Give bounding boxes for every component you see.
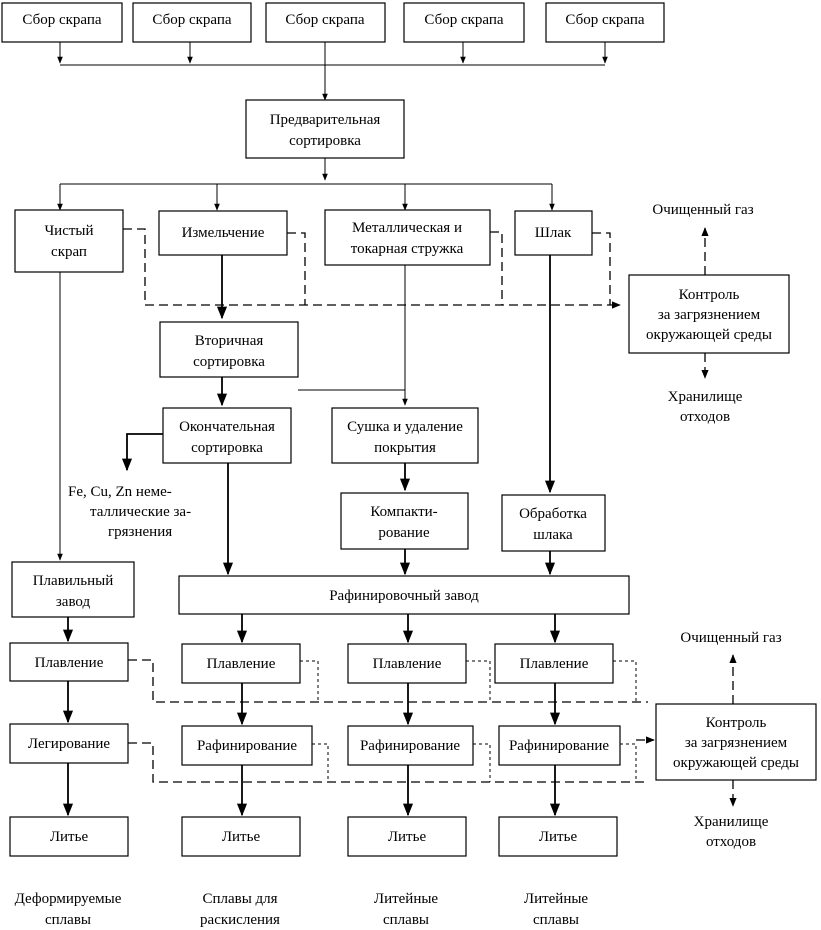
- svg-text:Плавление: Плавление: [373, 656, 442, 672]
- svg-text:Рафинировочный завод: Рафинировочный завод: [329, 588, 479, 604]
- svg-text:Сбор скрапа: Сбор скрапа: [424, 12, 504, 28]
- secondary-sort-box: Вторичная сортировка: [159, 321, 299, 378]
- svg-text:Сбор скрапа: Сбор скрапа: [22, 12, 102, 28]
- melting-box-3: Плавление: [347, 643, 467, 684]
- output-wrought-2: сплавы: [45, 912, 91, 928]
- waste-storage-label-2b: отходов: [706, 834, 756, 850]
- svg-text:Плавление: Плавление: [35, 655, 104, 671]
- contaminants-label-1: Fe, Cu, Zn неме-: [68, 484, 172, 500]
- clean-gas-label-2: Очищенный газ: [680, 630, 781, 646]
- waste-storage-label-1b: отходов: [680, 409, 730, 425]
- contaminants-label-3: грязнения: [108, 524, 172, 540]
- svg-text:Сбор скрапа: Сбор скрапа: [285, 12, 365, 28]
- collect-box-1: Сбор скрапа: [1, 2, 123, 43]
- clean-gas-label-1: Очищенный газ: [652, 202, 753, 218]
- connectors: [57, 42, 737, 817]
- output-cast-2a: Литейные: [524, 891, 589, 907]
- drying-box: Сушка и удаление покрытия: [331, 407, 479, 464]
- refining-box-3: Рафинирование: [498, 725, 621, 766]
- slag-box: Шлак: [514, 210, 593, 256]
- svg-text:окружающей среды: окружающей среды: [673, 755, 799, 771]
- casting-box-4: Литье: [498, 816, 618, 857]
- svg-text:Литье: Литье: [539, 829, 578, 845]
- alloying-box: Легирование: [9, 723, 129, 764]
- svg-text:токарная стружка: токарная стружка: [351, 241, 464, 257]
- svg-text:Сбор скрапа: Сбор скрапа: [565, 12, 645, 28]
- casting-box-3: Литье: [347, 816, 467, 857]
- collect-box-5: Сбор скрапа: [545, 2, 665, 43]
- output-deox-2: раскисления: [200, 912, 280, 928]
- svg-text:Рафинирование: Рафинирование: [360, 738, 460, 754]
- svg-text:покрытия: покрытия: [374, 440, 436, 456]
- output-wrought-1: Деформируемые: [15, 891, 122, 907]
- collect-box-4: Сбор скрапа: [403, 2, 525, 43]
- svg-text:Измельчение: Измельчение: [182, 225, 265, 241]
- refining-box-1: Рафинирование: [181, 725, 313, 766]
- output-cast-1a: Литейные: [374, 891, 439, 907]
- collect-box-3: Сбор скрапа: [265, 2, 386, 43]
- melting-box-1: Плавление: [9, 642, 129, 682]
- slag-processing-box: Обработка шлака: [501, 494, 606, 552]
- svg-text:Контроль: Контроль: [706, 715, 767, 731]
- svg-text:шлака: шлака: [533, 527, 573, 543]
- svg-text:окружающей среды: окружающей среды: [646, 327, 772, 343]
- svg-text:Плавление: Плавление: [520, 656, 589, 672]
- svg-text:сортировка: сортировка: [289, 133, 361, 149]
- waste-storage-label-1a: Хранилище: [668, 389, 743, 405]
- svg-text:рование: рование: [378, 525, 430, 541]
- svg-text:скрап: скрап: [51, 244, 87, 260]
- svg-text:сортировка: сортировка: [193, 354, 265, 370]
- svg-text:за загрязнением: за загрязнением: [658, 307, 761, 323]
- waste-storage-label-2a: Хранилище: [694, 814, 769, 830]
- svg-text:Плавление: Плавление: [207, 656, 276, 672]
- melt-plant-box: Плавильный завод: [11, 561, 135, 618]
- casting-box-2: Литье: [181, 816, 301, 857]
- svg-text:завод: завод: [56, 594, 91, 610]
- svg-text:Рафинирование: Рафинирование: [509, 738, 609, 754]
- compacting-box: Компакти- рование: [340, 492, 469, 550]
- svg-text:Плавильный: Плавильный: [33, 573, 114, 589]
- melting-box-2: Плавление: [181, 643, 301, 684]
- shavings-box: Металлическая и токарная стружка: [324, 209, 491, 266]
- svg-text:Сбор скрапа: Сбор скрапа: [152, 12, 232, 28]
- presort-box: Предварительная сортировка: [245, 99, 405, 159]
- svg-text:Вторичная: Вторичная: [195, 333, 264, 349]
- env-control-box-2: Контроль за загрязнением окружающей сред…: [655, 703, 817, 781]
- svg-text:Чистый: Чистый: [44, 223, 93, 239]
- clean-scrap-box: Чистый скрап: [14, 209, 124, 273]
- melting-box-4: Плавление: [494, 643, 614, 684]
- svg-text:Окончательная: Окончательная: [179, 419, 275, 435]
- svg-text:сортировка: сортировка: [191, 440, 263, 456]
- collect-box-2: Сбор скрапа: [132, 2, 252, 43]
- casting-box-1: Литье: [9, 816, 129, 857]
- svg-text:Литье: Литье: [50, 829, 89, 845]
- svg-text:Рафинирование: Рафинирование: [197, 738, 297, 754]
- svg-text:Сушка и удаление: Сушка и удаление: [347, 419, 463, 435]
- output-cast-1b: сплавы: [383, 912, 429, 928]
- svg-text:Контроль: Контроль: [679, 287, 740, 303]
- output-cast-2b: сплавы: [533, 912, 579, 928]
- grinding-box: Измельчение: [158, 210, 288, 256]
- svg-text:Легирование: Легирование: [28, 736, 111, 752]
- refinery-box: Рафинировочный завод: [178, 575, 630, 615]
- svg-text:Шлак: Шлак: [535, 225, 572, 241]
- output-deox-1: Сплавы для: [202, 891, 277, 907]
- svg-text:Компакти-: Компакти-: [370, 504, 437, 520]
- svg-text:Литье: Литье: [388, 829, 427, 845]
- env-control-box-1: Контроль за загрязнением окружающей сред…: [628, 274, 790, 354]
- svg-text:Предварительная: Предварительная: [270, 112, 381, 128]
- svg-text:Литье: Литье: [222, 829, 261, 845]
- final-sort-box: Окончательная сортировка: [162, 407, 292, 464]
- contaminants-label-2: таллические за-: [90, 504, 191, 520]
- svg-text:Обработка: Обработка: [519, 506, 587, 522]
- svg-text:за загрязнением: за загрязнением: [685, 735, 788, 751]
- refining-box-2: Рафинирование: [347, 725, 474, 766]
- svg-text:Металлическая и: Металлическая и: [352, 220, 462, 236]
